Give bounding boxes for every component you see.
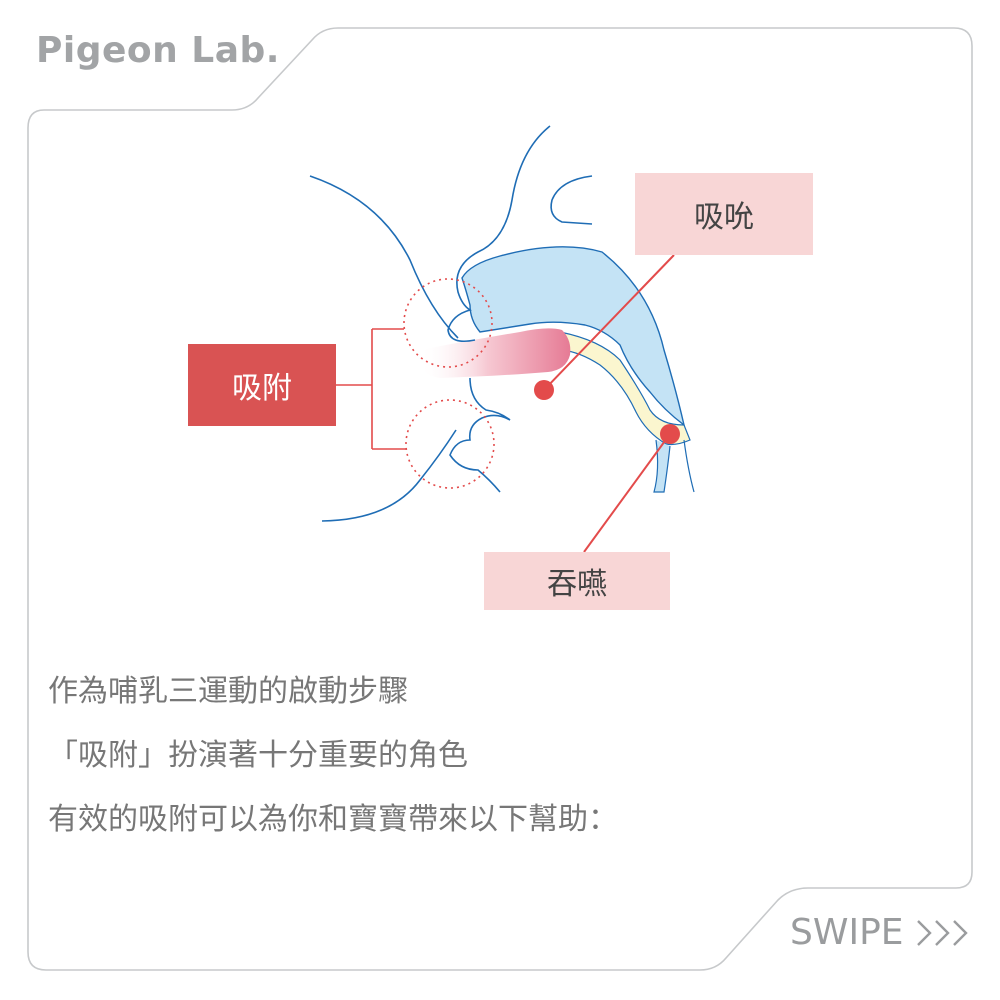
- label-latching: 吸附: [188, 344, 336, 426]
- body-line: 有效的吸附可以為你和寶寶帶來以下幫助：: [48, 802, 618, 837]
- body-line: 「吸附」扮演著十分重要的角色: [48, 738, 468, 773]
- latch-area-lower: [405, 399, 495, 489]
- sucking-leader: [543, 254, 675, 391]
- triple-chevron-right-icon: [916, 919, 968, 946]
- latch-area-upper: [403, 278, 493, 368]
- brand-logo: Pigeon Lab.: [36, 30, 280, 71]
- swallowing-marker: [660, 424, 680, 444]
- body-line: 作為哺乳三運動的啟動步驟: [48, 674, 408, 709]
- swipe-label: SWIPE: [790, 912, 904, 953]
- body-text: 作為哺乳三運動的啟動步驟 「吸附」扮演著十分重要的角色 有效的吸附可以為你和寶寶…: [48, 660, 618, 852]
- breast-outline: [309, 175, 459, 339]
- label-sucking: 吸吮: [635, 173, 813, 255]
- label-swallowing: 吞嚥: [484, 552, 670, 610]
- face-outline-upper: [447, 125, 551, 343]
- latch-bracket: [336, 328, 406, 450]
- swallowing-leader: [583, 433, 671, 553]
- face-outline-lower: [449, 377, 511, 493]
- palate-shape: [461, 246, 686, 427]
- sucking-marker: [534, 380, 554, 400]
- tongue-shape: [559, 331, 691, 446]
- nipple-shape: [420, 328, 571, 378]
- swipe-hint[interactable]: SWIPE: [790, 912, 972, 953]
